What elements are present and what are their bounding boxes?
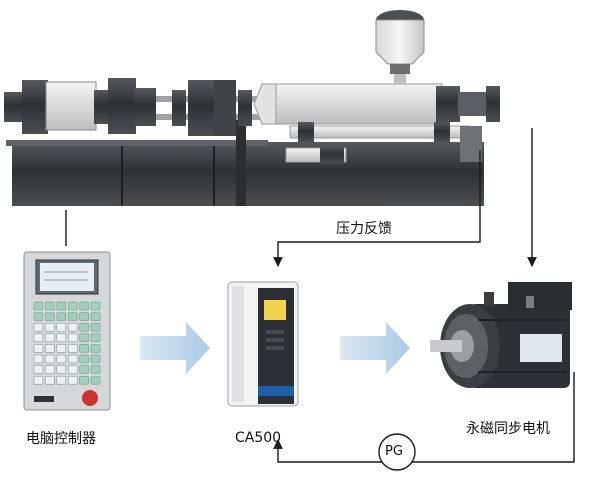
drive-label: CA500 (235, 430, 282, 446)
drive-to-motor-arrow (340, 322, 410, 374)
controller-key (45, 344, 55, 353)
ca500-drive (227, 281, 299, 407)
controller-key (90, 354, 101, 364)
controller-to-drive-arrow (140, 322, 210, 374)
controller-key (45, 354, 55, 364)
controller-key (45, 322, 55, 332)
controller-key (67, 365, 78, 374)
controller-key (79, 344, 89, 353)
controller-key (90, 333, 101, 343)
computer-controller (23, 251, 111, 411)
controller-key (79, 322, 89, 332)
motor-label: 永磁同步电机 (466, 421, 550, 437)
controller-key (67, 333, 78, 343)
controller-key (33, 301, 44, 311)
controller-key (79, 312, 89, 321)
controller-key (33, 333, 44, 343)
controller-key (67, 322, 78, 332)
controller-key (79, 354, 89, 364)
controller-key (33, 322, 44, 332)
controller-key (56, 301, 67, 311)
controller-key (45, 365, 55, 374)
controller-key (33, 365, 44, 374)
controller-key (67, 312, 78, 321)
pg-label: PG (385, 444, 403, 459)
controller-key (67, 301, 78, 311)
controller-key (33, 375, 44, 385)
controller-key (90, 322, 101, 332)
controller-key (90, 365, 101, 374)
controller-key (45, 375, 55, 385)
controller-key (67, 354, 78, 364)
pm-synchronous-motor (430, 282, 572, 388)
controller-key (56, 333, 67, 343)
controller-key (33, 344, 44, 353)
connection-lines (65, 128, 575, 463)
pg-encoder-circle (378, 433, 416, 471)
controller-key (67, 375, 78, 385)
controller-key (56, 322, 67, 332)
controller-key (56, 375, 67, 385)
controller-key (33, 312, 44, 321)
controller-key (79, 375, 89, 385)
controller-key (33, 354, 44, 364)
controller-key (79, 365, 89, 374)
controller-key (56, 354, 67, 364)
controller-label: 电脑控制器 (26, 431, 96, 447)
controller-key (67, 344, 78, 353)
controller-key (79, 333, 89, 343)
controller-key (79, 301, 89, 311)
controller-key (90, 375, 101, 385)
controller-key (45, 312, 55, 321)
controller-key (45, 333, 55, 343)
controller-key (56, 344, 67, 353)
encoder-feedback-line (273, 372, 575, 463)
controller-key (90, 312, 101, 321)
controller-key (90, 301, 101, 311)
controller-key (45, 301, 55, 311)
pressure-feedback-label: 压力反馈 (336, 221, 392, 237)
injection-machine (4, 10, 500, 206)
controller-key (56, 365, 67, 374)
controller-key (90, 344, 101, 353)
pressure-feedback-line (273, 150, 481, 267)
controller-key (56, 312, 67, 321)
